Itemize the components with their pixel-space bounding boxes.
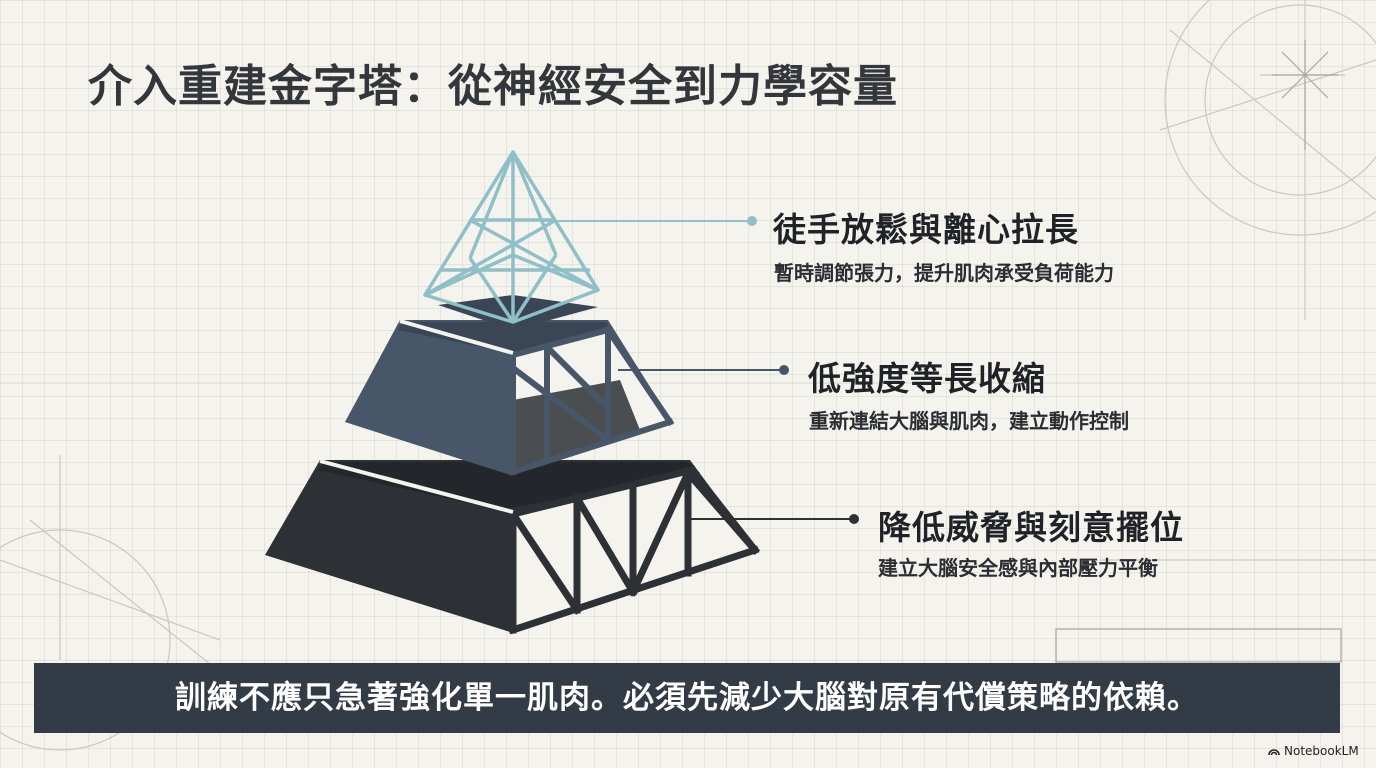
- pyramid-tier-bottom: [265, 459, 760, 635]
- level-3-title: 降低威脅與刻意擺位: [878, 508, 1184, 547]
- level-1-subtitle: 暫時調節張力，提升肌肉承受負荷能力: [774, 261, 1114, 285]
- connector-bottom: [690, 514, 859, 524]
- level-1-title: 徒手放鬆與離心拉長: [773, 210, 1079, 249]
- brand-label: NotebookLM: [1284, 744, 1359, 758]
- banner-text: 訓練不應只急著強化單一肌肉。必須先減少大腦對原有代償策略的依賴。: [175, 680, 1199, 716]
- connector-top: [545, 216, 757, 226]
- brand-watermark: NotebookLM: [1268, 744, 1359, 758]
- page-title: 介入重建金字塔：從神經安全到力學容量: [88, 61, 898, 112]
- level-2-subtitle: 重新連結大腦與肌肉，建立動作控制: [809, 409, 1129, 433]
- pyramid-tier-top: [423, 150, 600, 330]
- level-2-title: 低強度等長收縮: [808, 359, 1046, 398]
- pyramid-tier-middle: [345, 319, 675, 476]
- level-3-subtitle: 建立大腦安全感與內部壓力平衡: [878, 556, 1158, 580]
- notebooklm-logo-icon: [1268, 749, 1280, 756]
- conclusion-banner: 訓練不應只急著強化單一肌肉。必須先減少大腦對原有代償策略的依賴。: [34, 663, 1340, 733]
- connector-middle: [618, 365, 789, 375]
